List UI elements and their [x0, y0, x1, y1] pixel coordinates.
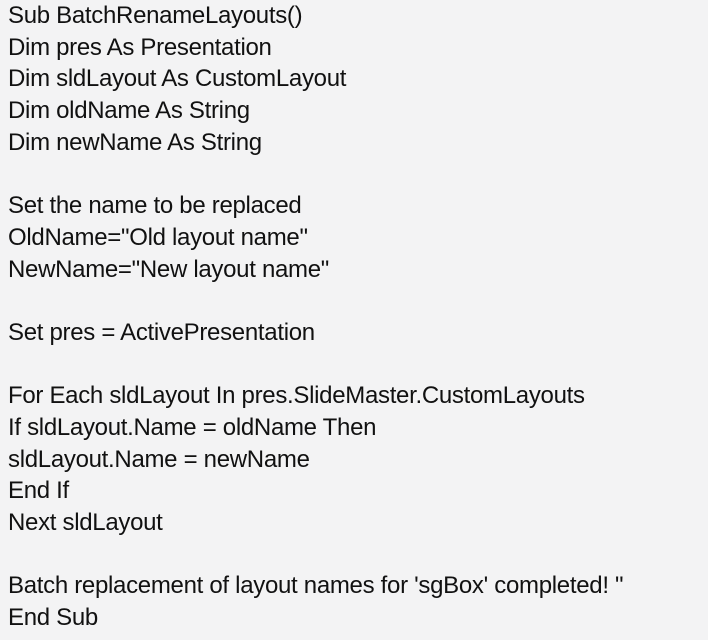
- code-line: End Sub: [8, 604, 98, 632]
- code-line-blank: [8, 349, 708, 381]
- code-line: Set pres = ActivePresentation: [8, 318, 315, 346]
- code-line: Next sldLayout: [8, 509, 163, 536]
- code-line-blank: [8, 285, 708, 317]
- code-line: NewName="New layout name": [8, 255, 330, 283]
- code-line-blank: [8, 158, 708, 190]
- code-line-blank: [8, 539, 708, 571]
- code-line: If sldLayout.Name = oldName Then: [8, 413, 377, 441]
- code-line: Batch replacement of layout names for 's…: [8, 572, 624, 600]
- code-line: OldName="Old layout name": [8, 223, 308, 251]
- code-line: Set the name to be replaced: [8, 192, 302, 220]
- code-line: Dim newName As String: [8, 128, 262, 156]
- code-line: sldLayout.Name = newName: [8, 445, 310, 473]
- code-line: Dim pres As Presentation: [8, 33, 272, 61]
- code-line: Dim oldName As String: [8, 97, 250, 125]
- code-line: Dim sldLayout As CustomLayout: [8, 65, 347, 93]
- code-line: End If: [8, 477, 69, 505]
- code-line: Sub BatchRenameLayouts(): [8, 2, 303, 29]
- code-line: For Each sldLayout In pres.SlideMaster.C…: [8, 382, 585, 410]
